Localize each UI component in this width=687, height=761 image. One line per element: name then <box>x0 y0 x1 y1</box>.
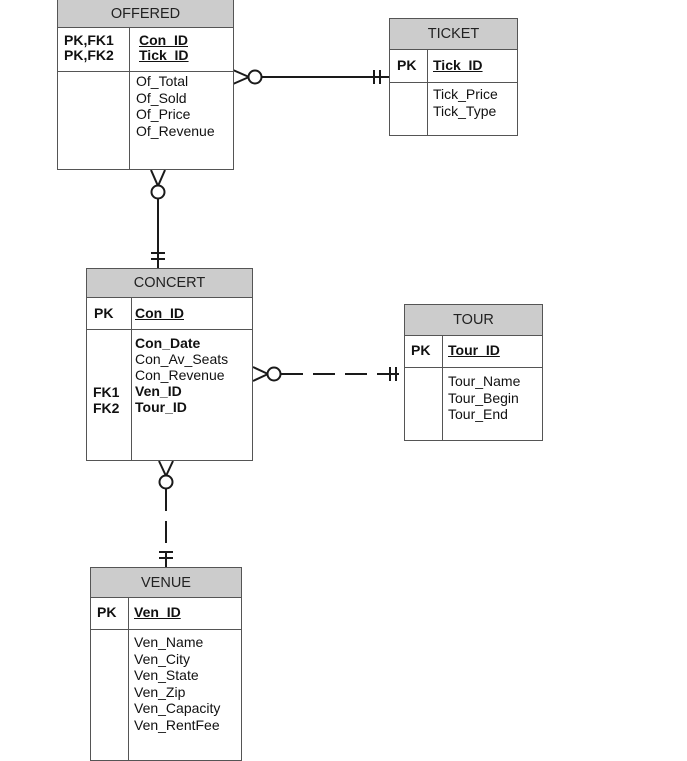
entity-concert-key-col <box>87 330 132 460</box>
pk-attribute: Ven_ID <box>134 604 181 620</box>
entity-venue-key-col: PK <box>91 598 129 629</box>
entity-tour-key-col <box>405 368 443 440</box>
attribute: Con_Av_Seats <box>135 351 229 367</box>
rel-offered-ticket <box>232 69 389 85</box>
attribute: Ven_Capacity <box>134 700 221 716</box>
entity-offered: OFFERED PK,FK1 PK,FK2 Con_ID Tick_ID Of_… <box>57 0 234 170</box>
pk-label: PK <box>397 57 417 73</box>
entity-ticket-key-col <box>390 83 428 135</box>
pk-attribute: Tick_ID <box>139 47 189 63</box>
pk-label: PK <box>94 305 114 321</box>
attribute: Of_Price <box>136 106 191 122</box>
entity-concert-pk-row: PK Con_ID <box>87 298 252 330</box>
entity-tour-attr-row: Tour_Name Tour_Begin Tour_End <box>405 368 542 440</box>
attribute-list: Tick_Price Tick_Type <box>433 86 498 119</box>
entity-concert-title: CONCERT <box>87 269 252 298</box>
attribute: Ven_Zip <box>134 683 186 700</box>
entity-tour-title: TOUR <box>405 305 542 336</box>
attribute-list: Tour_Name Tour_Begin Tour_End <box>448 373 520 423</box>
entity-venue-title: VENUE <box>91 568 241 598</box>
entity-offered-key-col <box>58 72 130 169</box>
pk-label: PK <box>411 342 431 358</box>
attribute-list: Con_Date Con_Av_Seats Con_Revenue Ven_ID… <box>135 335 228 415</box>
entity-concert-attr-row: FK1 FK2 Con_Date Con_Av_Seats Con_Revenu… <box>87 330 252 460</box>
entity-concert-key-col: PK <box>87 298 132 329</box>
pk-label: PK <box>97 604 117 620</box>
entity-tour-pk-row: PK Tour_ID <box>405 336 542 368</box>
entity-concert: CONCERT PK Con_ID FK1 FK2 Con_Date Con_A… <box>86 268 253 461</box>
entity-venue-pk-row: PK Ven_ID <box>91 598 241 630</box>
entity-offered-pk-row: PK,FK1 PK,FK2 Con_ID Tick_ID <box>58 28 233 72</box>
attribute: Of_Total <box>136 73 189 89</box>
attribute: Ven_ID <box>135 383 182 399</box>
attribute: Tick_Type <box>433 102 497 119</box>
attribute: Ven_Name <box>134 634 204 650</box>
attribute-list: Of_Total Of_Sold Of_Price Of_Revenue <box>136 73 215 139</box>
attribute: Ven_RentFee <box>134 716 220 733</box>
pk-label: PK,FK2 <box>64 47 114 63</box>
attribute: Ven_City <box>134 650 191 667</box>
rel-concert-venue <box>158 460 174 567</box>
entity-offered-key-col: PK,FK1 PK,FK2 <box>58 28 130 71</box>
entity-offered-attr-row: Of_Total Of_Sold Of_Price Of_Revenue <box>58 72 233 169</box>
attribute: Tour_ID <box>135 399 187 415</box>
attribute: Con_Date <box>135 335 201 351</box>
entity-venue-key-col <box>91 630 129 760</box>
entity-venue: VENUE PK Ven_ID Ven_Name Ven_City Ven_St… <box>90 567 242 761</box>
pk-label: PK,FK1 <box>64 32 114 48</box>
attribute: Of_Sold <box>136 89 187 106</box>
attribute: Ven_State <box>134 667 199 683</box>
entity-ticket-title: TICKET <box>390 19 517 50</box>
entity-tour: TOUR PK Tour_ID Tour_Name Tour_Begin Tou… <box>404 304 543 441</box>
entity-ticket-pk-row: PK Tick_ID <box>390 50 517 83</box>
attribute: Tour_End <box>448 406 508 422</box>
entity-ticket-key-col: PK <box>390 50 428 82</box>
rel-concert-tour <box>252 366 404 382</box>
attribute: Tick_Price <box>433 86 498 102</box>
entity-tour-key-col: PK <box>405 336 443 367</box>
attribute-list: Ven_Name Ven_City Ven_State Ven_Zip Ven_… <box>134 634 220 733</box>
fk-label-list: FK1 FK2 <box>93 384 119 416</box>
fk-label: FK1 <box>93 384 120 400</box>
attribute: Tour_Name <box>448 373 521 389</box>
pk-attribute: Tick_ID <box>433 57 483 73</box>
entity-ticket: TICKET PK Tick_ID Tick_Price Tick_Type <box>389 18 518 136</box>
pk-attribute: Con_ID <box>135 305 184 321</box>
entity-offered-title: OFFERED <box>58 0 233 28</box>
attribute: Con_Revenue <box>135 367 225 383</box>
rel-offered-concert <box>150 169 166 268</box>
pk-attribute: Con_ID <box>139 32 188 48</box>
attribute: Of_Revenue <box>136 122 215 139</box>
entity-ticket-attr-row: Tick_Price Tick_Type <box>390 83 517 135</box>
attribute: Tour_Begin <box>448 389 519 406</box>
fk-label: FK2 <box>93 400 120 416</box>
entity-venue-attr-row: Ven_Name Ven_City Ven_State Ven_Zip Ven_… <box>91 630 241 760</box>
pk-attribute: Tour_ID <box>448 342 500 358</box>
